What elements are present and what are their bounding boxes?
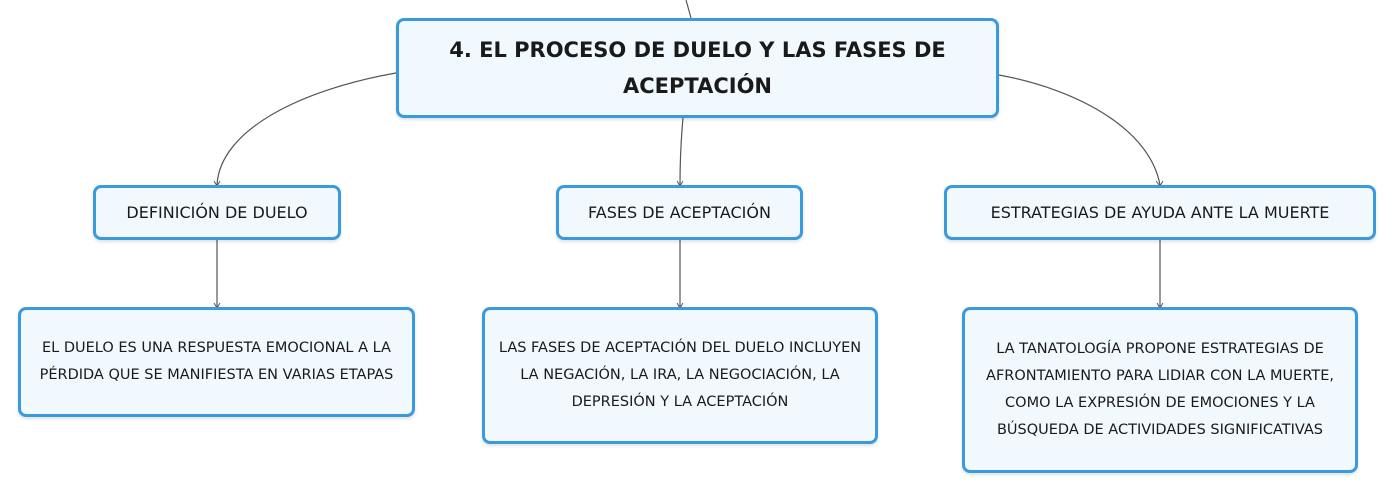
connector-root-to-definicion (216, 72, 397, 186)
topic-definicion-de-duelo[interactable]: DEFINICIÓN DE DUELO (93, 185, 341, 240)
topic-label: ESTRATEGIAS DE AYUDA ANTE LA MUERTE (990, 202, 1330, 222)
topic-label: DEFINICIÓN DE DUELO (126, 202, 308, 222)
detail-fases-de-aceptacion[interactable]: LAS FASES DE ACEPTACIÓN DEL DUELO INCLUY… (482, 307, 878, 444)
root-topic-title: 4. EL PROCESO DE DUELO Y LAS FASES DE AC… (449, 38, 946, 98)
root-topic-node[interactable]: 4. EL PROCESO DE DUELO Y LAS FASES DE AC… (396, 18, 999, 118)
detail-text: LA TANATOLOGÍA PROPONE ESTRATEGIAS DE AF… (986, 341, 1334, 438)
detail-definicion-de-duelo[interactable]: EL DUELO ES UNA RESPUESTA EMOCIONAL A LA… (18, 307, 415, 417)
connector-root-to-fases (679, 117, 684, 186)
detail-text: LAS FASES DE ACEPTACIÓN DEL DUELO INCLUY… (498, 340, 862, 410)
connector-incoming (685, 0, 692, 19)
detail-estrategias-de-ayuda[interactable]: LA TANATOLOGÍA PROPONE ESTRATEGIAS DE AF… (962, 307, 1358, 473)
topic-fases-de-aceptacion[interactable]: FASES DE ACEPTACIÓN (556, 185, 803, 240)
topic-label: FASES DE ACEPTACIÓN (588, 202, 771, 222)
connector-root-to-estrategias (998, 74, 1161, 186)
detail-text: EL DUELO ES UNA RESPUESTA EMOCIONAL A LA… (39, 340, 394, 383)
topic-estrategias-de-ayuda[interactable]: ESTRATEGIAS DE AYUDA ANTE LA MUERTE (944, 185, 1376, 240)
